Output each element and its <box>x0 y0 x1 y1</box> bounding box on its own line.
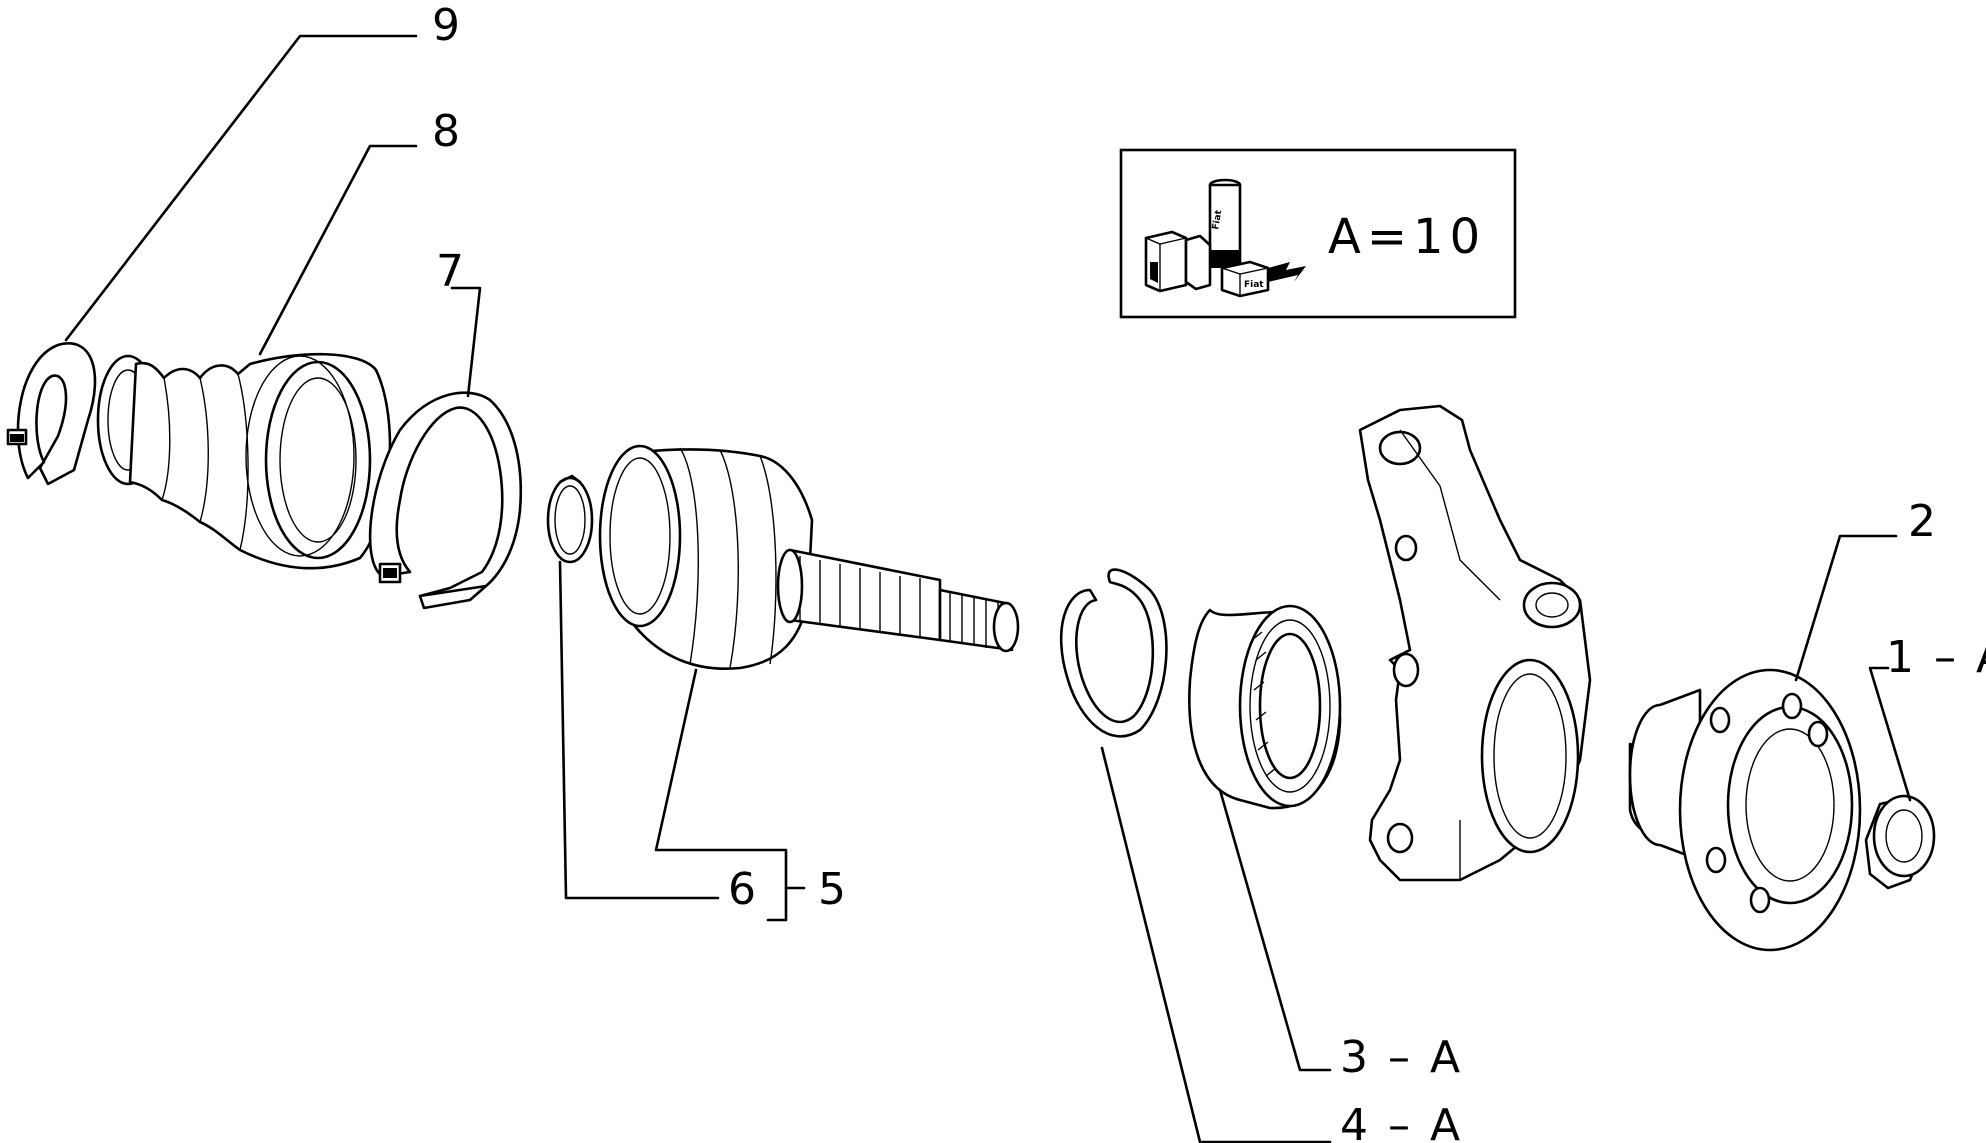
callout-5: 5 <box>818 864 849 915</box>
svg-text:Fiat: Fiat <box>1244 280 1264 290</box>
part-8-boot <box>96 352 392 570</box>
legend-quantity: A=10 <box>1328 209 1486 265</box>
callout-8: 8 <box>432 106 463 157</box>
part-3-wheel-bearing <box>1188 604 1342 810</box>
callout-9: 9 <box>432 0 463 51</box>
callout-4a: 4 – A <box>1340 1100 1463 1143</box>
callout-6: 6 <box>728 864 759 915</box>
callout-2: 2 <box>1908 496 1939 547</box>
part-2-hub <box>1628 668 1862 952</box>
part-5-cv-joint <box>598 444 1020 670</box>
callout-labels: 9 8 7 6 5 2 1 – A 3 – A 4 – A <box>432 0 1986 1143</box>
part-4-snap-ring <box>1059 568 1168 738</box>
part-1-nut <box>1864 794 1936 890</box>
part-9-clamp <box>6 342 97 486</box>
svg-text:Fiat: Fiat <box>1211 209 1224 231</box>
legend-box: Fiat Fiat A=10 <box>1119 148 1517 319</box>
steering-knuckle <box>1358 404 1592 882</box>
grease-tubes-icon: Fiat Fiat <box>1144 178 1306 298</box>
part-7-clamp <box>368 391 522 610</box>
callout-3a: 3 – A <box>1340 1032 1463 1083</box>
callout-7: 7 <box>436 246 467 297</box>
leader-lines <box>64 34 1912 1143</box>
callout-1a: 1 – A <box>1886 632 1986 683</box>
part-6-circlip <box>546 474 594 564</box>
